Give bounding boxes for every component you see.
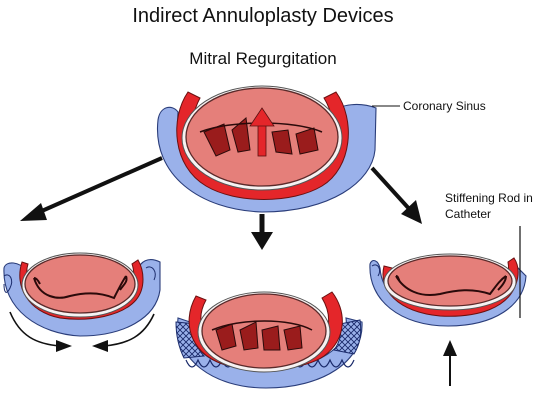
- left-coaptation-line: [33, 275, 128, 300]
- top-valve-illustration: [156, 85, 377, 213]
- left-valve: [24, 254, 136, 314]
- coronary-sinus-label: Coronary Sinus: [403, 99, 486, 113]
- arrow-to-right-valve: [370, 166, 422, 224]
- stiffening-rod-label-line1: Stiffening Rod in: [445, 191, 533, 205]
- arrow-to-left-valve: [20, 156, 163, 221]
- right-push-arrow: [443, 340, 457, 386]
- right-valve: [387, 255, 513, 307]
- top-leaflets: [203, 117, 319, 157]
- center-leaflets: [215, 321, 303, 351]
- right-coaptation-line: [395, 275, 507, 296]
- diagram-subtitle: Mitral Regurgitation: [189, 49, 336, 68]
- regurgitation-arrow: [249, 107, 275, 157]
- left-cinch-arrow-left: [9, 311, 61, 347]
- diagram-title: Indirect Annuloplasty Devices: [132, 5, 393, 27]
- left-cinch-arrow-right: [103, 313, 155, 347]
- center-valve-illustration: [175, 291, 363, 389]
- right-valve-illustration: [369, 226, 527, 386]
- arrow-to-center-valve: [251, 214, 273, 250]
- left-valve-illustration: [3, 252, 161, 352]
- stiffening-rod-label-line2: Catheter: [445, 207, 491, 221]
